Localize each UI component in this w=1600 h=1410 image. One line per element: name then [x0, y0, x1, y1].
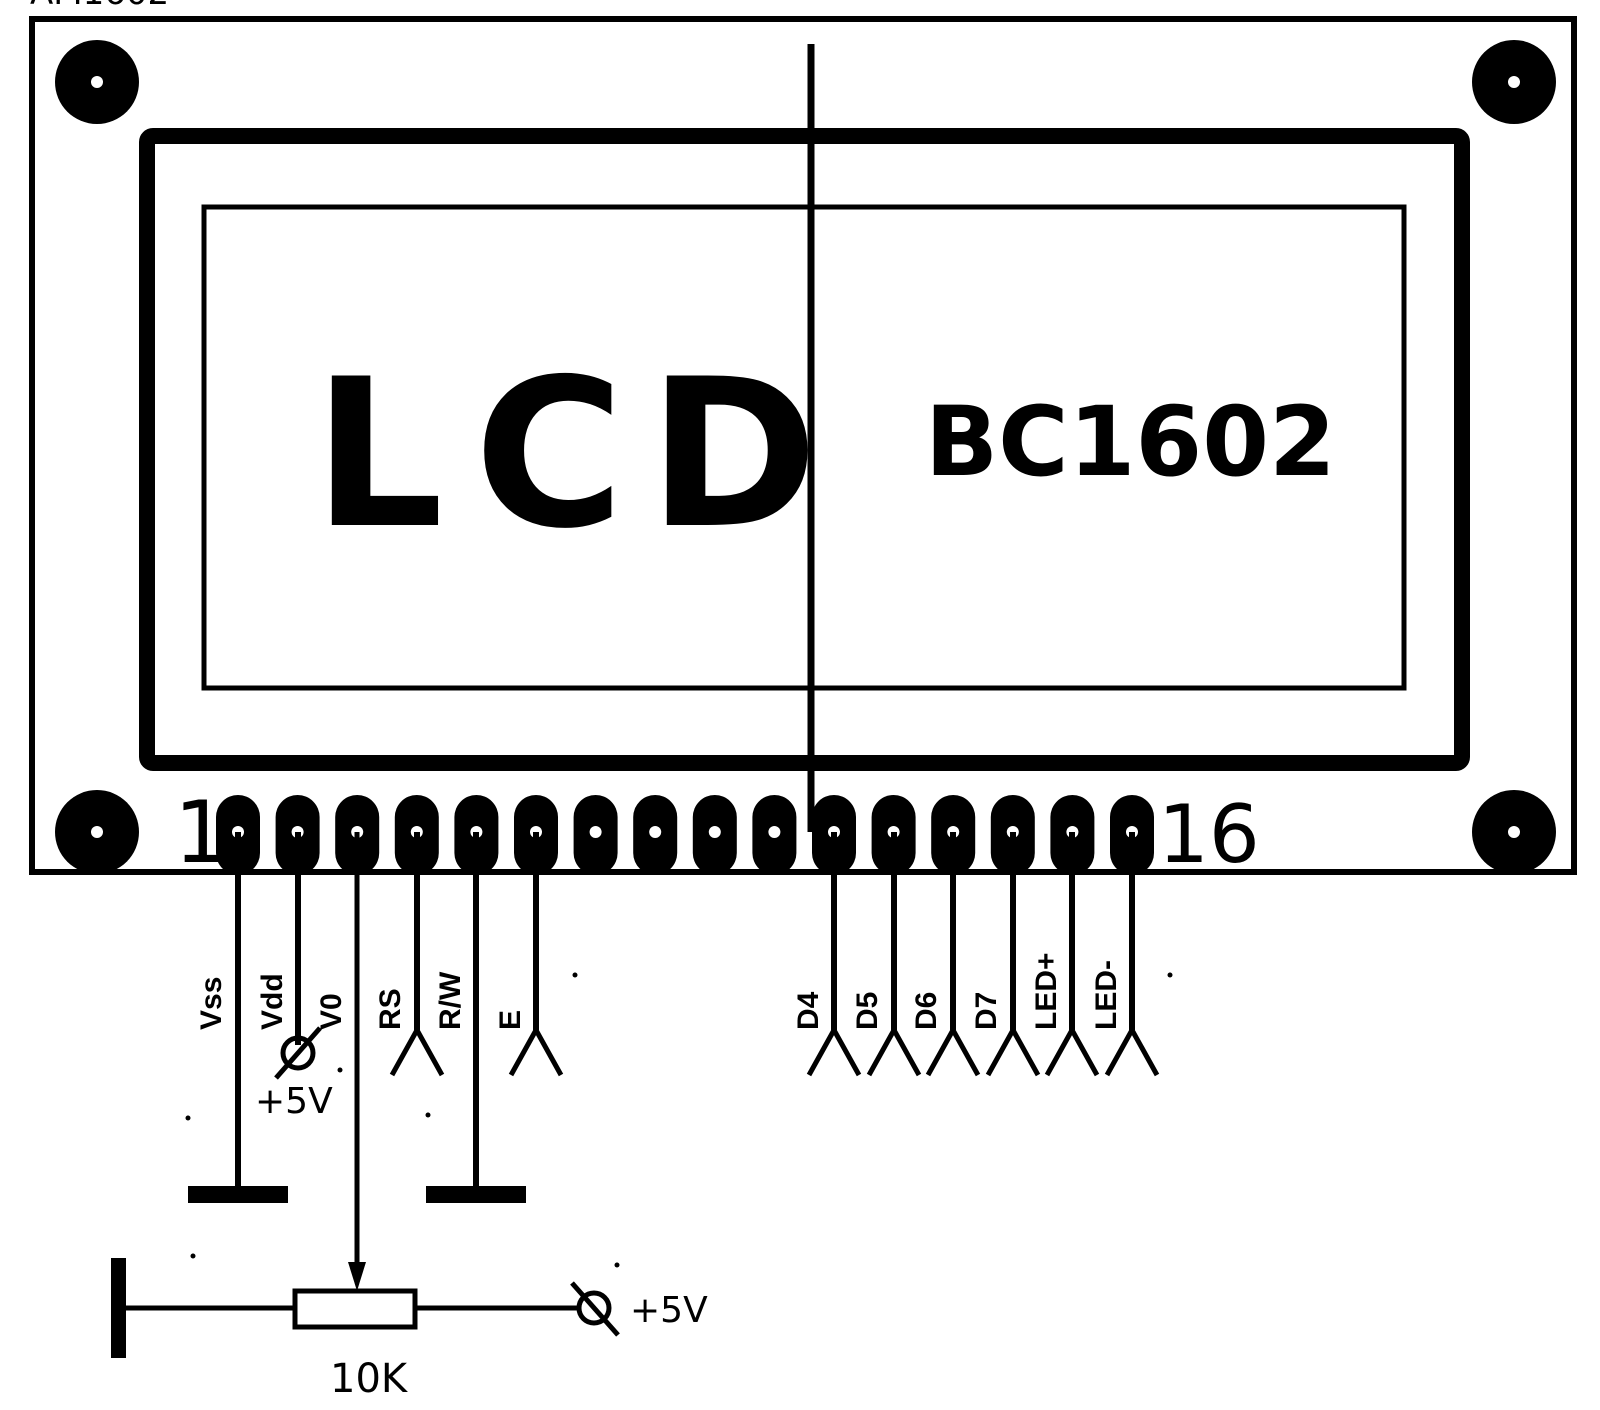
module-board-outline	[29, 16, 1577, 875]
ground-symbol-vss	[188, 1186, 288, 1203]
mounting-holes	[55, 40, 1556, 874]
pin-pad-hole	[708, 826, 721, 838]
pin-label: D7	[970, 992, 1003, 1030]
pin-pad-hole	[768, 826, 781, 838]
pot-wiper-arrow	[348, 1262, 366, 1291]
pot-ground-bar	[111, 1258, 126, 1358]
model-number: BC1602	[925, 386, 1336, 498]
pin-label: Vdd	[256, 973, 289, 1030]
vdd-supply-terminal-icon	[274, 1026, 322, 1080]
pin-labels: Vss Vdd V0 RS R/W E D4 D5 D6 D7 LED+ LED-	[195, 952, 1123, 1030]
display-window	[201, 204, 1407, 691]
connector-arrows	[389, 1024, 1160, 1077]
pin-label: D4	[792, 991, 825, 1030]
pin-label: Vss	[195, 977, 228, 1030]
pin-label: R/W	[434, 971, 467, 1030]
pin-label: E	[494, 1010, 527, 1030]
grid-dots	[185, 972, 1173, 1268]
pin-label: D5	[851, 992, 884, 1030]
pin-label: D6	[910, 992, 943, 1030]
diagram-title: AM1602	[30, 0, 169, 13]
pin-number-last: 16	[1158, 788, 1260, 881]
pin-pad-hole	[649, 826, 662, 838]
pin-wires	[235, 832, 1135, 1262]
vdd-supply-label: +5V	[255, 1081, 333, 1122]
display-bezel	[139, 128, 1470, 771]
pot-supply-label: +5V	[630, 1290, 708, 1331]
pin-label: RS	[374, 988, 407, 1030]
pot-supply-terminal-icon	[570, 1281, 620, 1337]
ground-symbol-rw	[426, 1186, 526, 1203]
potentiometer-value: 10K	[330, 1356, 409, 1402]
pin-label: LED-	[1090, 960, 1123, 1030]
lcd-letter-d: D	[648, 336, 818, 574]
potentiometer-circuit: +5V 10K	[111, 1258, 708, 1402]
pin-label: LED+	[1030, 952, 1063, 1030]
pin-label: V0	[315, 993, 348, 1030]
lcd-letter-c: C	[474, 336, 624, 574]
lcd-letter-l: L	[313, 336, 444, 574]
potentiometer-body	[292, 1288, 418, 1330]
pin-pad-hole	[589, 826, 602, 838]
